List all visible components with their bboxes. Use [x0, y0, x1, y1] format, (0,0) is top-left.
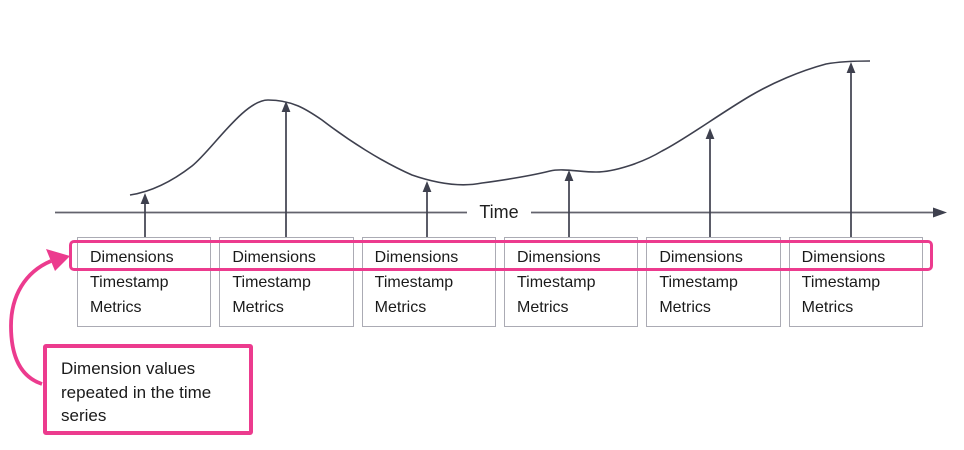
dimensions-label: Dimensions [516, 249, 601, 266]
time-axis-label: Time [467, 200, 531, 225]
metrics-label: Metrics [801, 299, 854, 316]
data-point-arrow-1 [140, 193, 150, 239]
record-box-2: Dimensions Timestamp Metrics [219, 237, 354, 327]
metrics-label: Metrics [374, 299, 427, 316]
time-series-curve [129, 60, 871, 196]
metrics-label: Metrics [90, 299, 142, 316]
record-boxes-row: Dimensions Timestamp Metrics Dimensions … [77, 237, 923, 327]
dimensions-label: Dimensions [801, 249, 886, 266]
timestamp-label: Timestamp [232, 274, 311, 291]
record-box-6: Dimensions Timestamp Metrics [788, 237, 923, 327]
dimensions-label: Dimensions [232, 249, 316, 266]
metrics-label: Metrics [232, 299, 284, 316]
data-point-arrow-5 [705, 128, 715, 239]
record-box-1: Dimensions Timestamp Metrics [77, 237, 212, 327]
data-point-arrow-6 [846, 62, 856, 239]
timestamp-label: Timestamp [374, 274, 454, 291]
metrics-label: Metrics [659, 299, 711, 316]
callout-note: Dimension values repeated in the time se… [43, 344, 253, 435]
timestamp-label: Timestamp [659, 274, 738, 291]
timestamp-label: Timestamp [801, 274, 881, 291]
dimensions-label: Dimensions [90, 249, 174, 266]
record-box-5: Dimensions Timestamp Metrics [646, 237, 781, 327]
record-box-3: Dimensions Timestamp Metrics [361, 237, 496, 327]
dimensions-label: Dimensions [374, 249, 459, 266]
dimensions-label: Dimensions [659, 249, 743, 266]
data-point-arrow-3 [422, 181, 432, 239]
callout-text: Dimension values repeated in the time se… [61, 359, 212, 425]
time-axis-arrowhead-icon [933, 207, 947, 218]
data-point-arrow-2 [281, 101, 291, 239]
record-box-4: Dimensions Timestamp Metrics [503, 237, 639, 327]
metrics-label: Metrics [516, 299, 569, 316]
data-point-arrow-4 [564, 170, 574, 239]
timestamp-label: Timestamp [90, 274, 169, 291]
timestamp-label: Timestamp [516, 274, 596, 291]
callout-arrow [9, 249, 70, 386]
